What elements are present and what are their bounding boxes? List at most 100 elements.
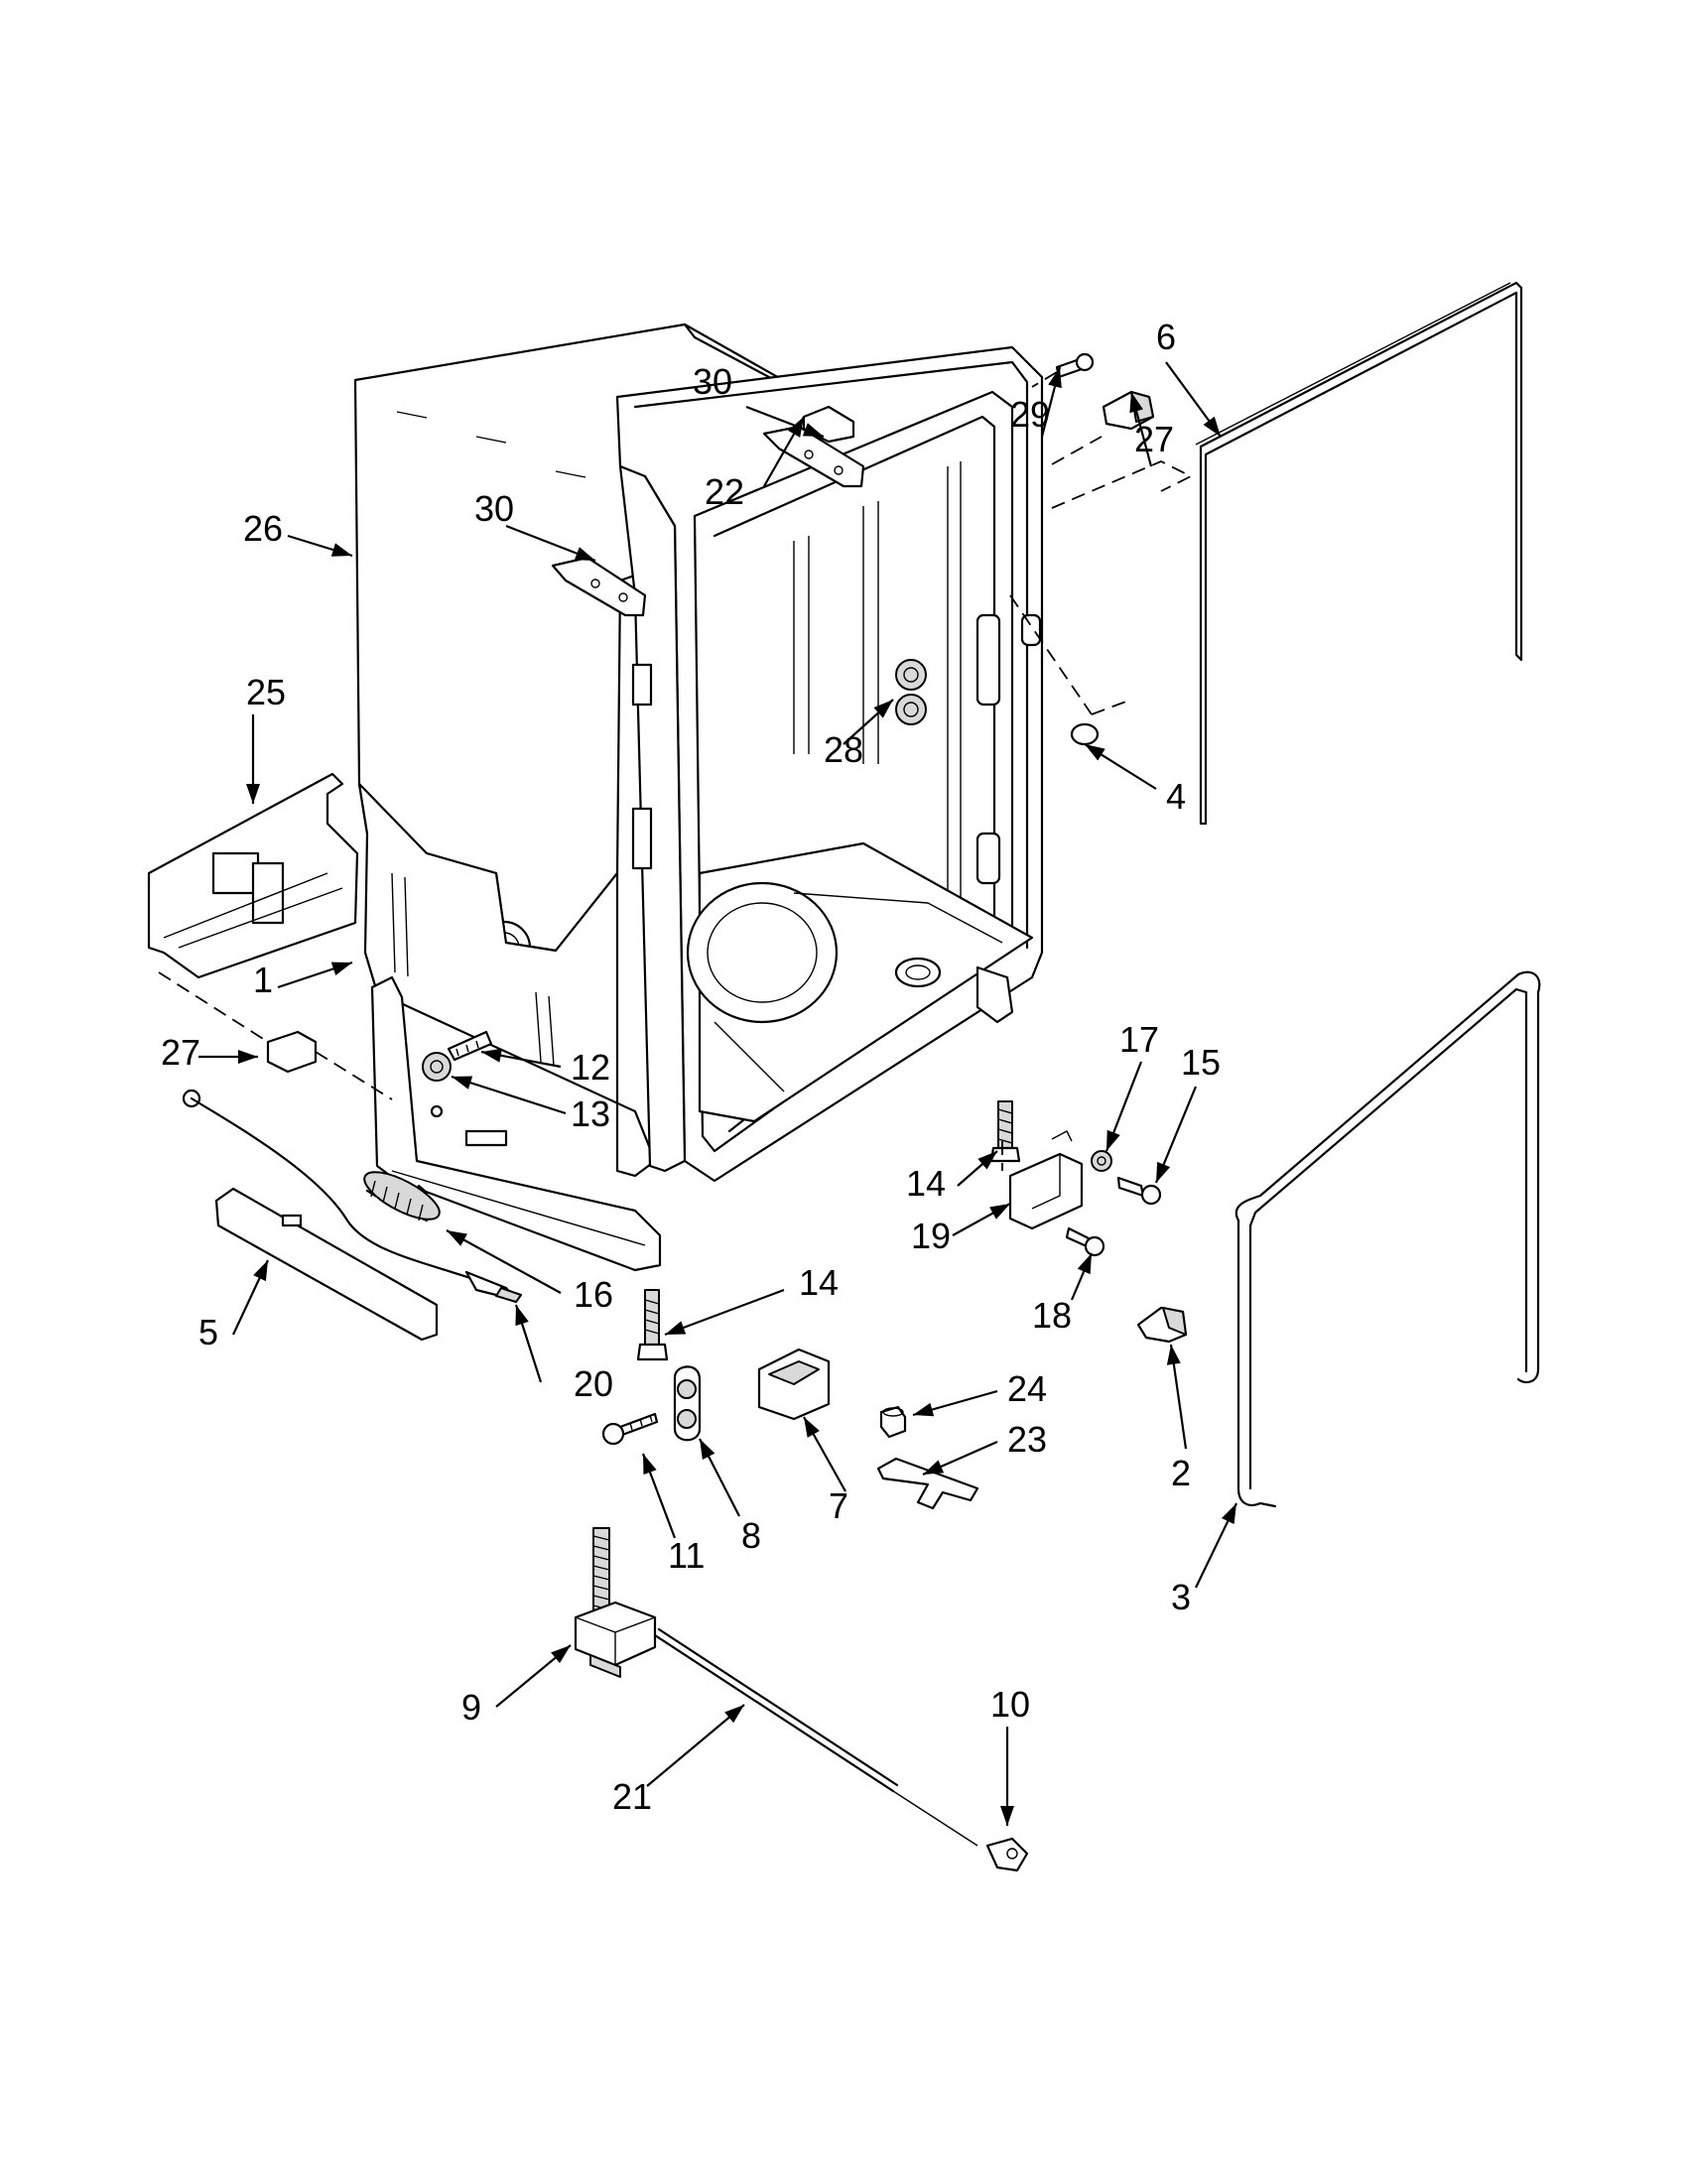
- callout-10: 10: [990, 1684, 1030, 1725]
- leader-arrowhead: [1106, 1129, 1120, 1151]
- screw-lower-right: [1065, 1226, 1105, 1257]
- leader-arrowhead: [643, 1454, 657, 1476]
- leader-arrowhead: [1166, 1345, 1181, 1365]
- callout-13: 13: [571, 1093, 610, 1134]
- leveling-rod: [653, 1627, 978, 1847]
- callout-21: 21: [612, 1776, 652, 1817]
- toe-panel-cover: [214, 1187, 439, 1342]
- callout-1: 1: [253, 960, 273, 1000]
- leader-arrowhead: [1222, 1503, 1236, 1525]
- leader-line: [646, 1704, 745, 1787]
- leader-arrowhead: [551, 1645, 571, 1664]
- callout-labels: 30 30 29 6 27 26 22 25 28 4 1 27 12 13 1…: [161, 317, 1221, 1817]
- leader-arrowhead: [802, 423, 824, 437]
- callout-17: 17: [1119, 1019, 1159, 1060]
- leveling-leg-center: [636, 1289, 669, 1361]
- callout-25: 25: [246, 672, 286, 712]
- leader-arrowhead: [1077, 1253, 1092, 1275]
- nut-clip: [879, 1405, 907, 1439]
- leader-arrowhead: [481, 1048, 502, 1063]
- leader-arrowhead: [873, 700, 893, 718]
- cable-link: [182, 1089, 522, 1303]
- callout-12: 12: [571, 1047, 610, 1088]
- callout-11: 11: [668, 1535, 705, 1576]
- leg-holder: [757, 1348, 831, 1421]
- mounting-bracket-right: [1008, 1130, 1084, 1230]
- leader-arrowhead: [330, 962, 352, 975]
- plug-button: [1070, 722, 1100, 746]
- callout-5: 5: [198, 1312, 218, 1352]
- leader-arrowhead: [1085, 744, 1105, 761]
- grommet-left-bracket: [422, 1052, 452, 1082]
- callout-8: 8: [741, 1515, 761, 1556]
- leader-arrowhead: [989, 1204, 1010, 1220]
- callout-7: 7: [829, 1485, 848, 1526]
- leader-arrowhead: [913, 1402, 935, 1417]
- rear-leveling-leg: [574, 1527, 657, 1678]
- callout-22: 22: [705, 471, 744, 512]
- leader-line: [451, 1075, 567, 1115]
- callout-23: 23: [1007, 1419, 1047, 1460]
- callout-27: 27: [161, 1032, 200, 1073]
- callout-30: 30: [474, 488, 514, 529]
- callout-16: 16: [574, 1274, 613, 1315]
- strike-lower-left: [266, 1030, 318, 1074]
- tub-assembly: [357, 345, 1044, 1183]
- side-bracket-panel: [147, 772, 359, 979]
- clip-right: [1136, 1306, 1188, 1344]
- callout-20: 20: [574, 1363, 613, 1404]
- leader-arrowhead: [804, 1417, 820, 1438]
- leader-arrowhead: [787, 417, 804, 438]
- top-gasket: [1195, 281, 1523, 826]
- callout-29: 29: [1010, 394, 1050, 435]
- leader-line: [664, 1288, 785, 1337]
- callout-3: 3: [1171, 1577, 1191, 1617]
- callout-2: 2: [1171, 1453, 1191, 1493]
- leader-arrowhead: [665, 1321, 687, 1335]
- washer-right: [1091, 1150, 1112, 1172]
- callout-30: 30: [693, 361, 732, 402]
- double-grommet: [673, 1365, 702, 1442]
- leader-arrowhead: [253, 1260, 268, 1282]
- clip-bracket: [876, 1457, 979, 1510]
- leader-arrowhead: [1203, 416, 1221, 437]
- leader-arrowhead: [1129, 392, 1143, 414]
- callout-28: 28: [824, 729, 863, 770]
- leader-arrowhead: [515, 1305, 529, 1327]
- callout-24: 24: [1007, 1368, 1047, 1409]
- callout-14: 14: [906, 1163, 946, 1204]
- leader-arrowhead: [923, 1460, 945, 1475]
- leader-arrowhead: [574, 547, 595, 561]
- leader-line: [446, 1229, 562, 1294]
- leader-arrowhead: [700, 1439, 715, 1460]
- door-spring: [363, 1171, 441, 1222]
- leader-arrowhead: [1000, 1806, 1014, 1826]
- callout-14: 14: [799, 1262, 839, 1303]
- callout-27: 27: [1134, 419, 1174, 459]
- callout-4: 4: [1166, 776, 1186, 817]
- adjust-knob: [985, 1837, 1029, 1872]
- callout-9: 9: [461, 1687, 481, 1728]
- callout-15: 15: [1181, 1042, 1221, 1083]
- screw-left-bracket: [447, 1030, 493, 1062]
- callout-26: 26: [243, 508, 283, 549]
- side-bottom-gasket: [1234, 970, 1541, 1508]
- screw-right: [1116, 1176, 1162, 1206]
- rollers-inner-wall: [895, 659, 927, 725]
- screw-upper-right: [1055, 352, 1095, 379]
- leader-arrowhead: [724, 1705, 744, 1724]
- leader-arrowhead: [977, 1151, 997, 1170]
- bolt: [601, 1412, 659, 1446]
- assembly-dashed-lines: [158, 371, 1194, 1171]
- callout-19: 19: [911, 1216, 951, 1256]
- leader-arrowhead: [452, 1076, 473, 1090]
- leader-arrowhead: [1048, 367, 1062, 389]
- callout-18: 18: [1032, 1295, 1072, 1336]
- leader-arrows: [198, 361, 1237, 1826]
- leader-arrowhead: [246, 784, 260, 804]
- leader-arrowhead: [1156, 1161, 1171, 1183]
- leader-arrowhead: [330, 543, 352, 557]
- leader-arrowhead: [238, 1050, 258, 1064]
